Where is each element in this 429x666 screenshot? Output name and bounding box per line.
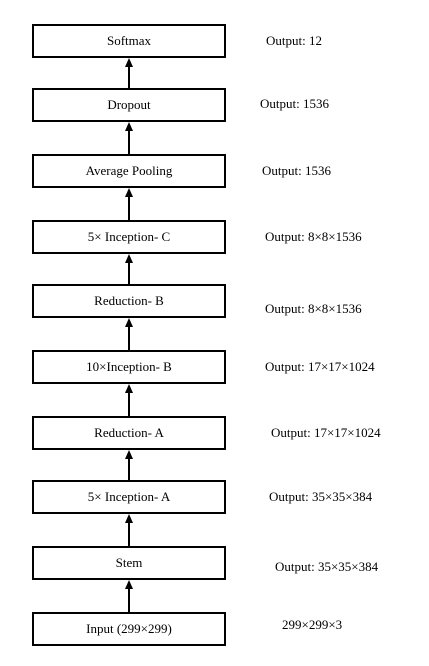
- layer-label: Average Pooling: [85, 163, 173, 178]
- layer-label: 10×Inception- B: [86, 359, 172, 374]
- layer-box-average-pooling: Average Pooling: [32, 154, 226, 188]
- output-note-dropout: Output: 1536: [260, 96, 329, 111]
- output-note-stem: Output: 35×35×384: [275, 559, 379, 574]
- layer-label: 5× Inception- A: [87, 489, 171, 504]
- layer-box-dropout: Dropout: [32, 88, 226, 122]
- arrow-head: [125, 318, 133, 327]
- layer-box-stem: Stem: [32, 546, 226, 580]
- layer-box-inception-c: 5× Inception- C: [32, 220, 226, 254]
- layer-label: Dropout: [107, 97, 151, 112]
- layer-box-inception-b: 10×Inception- B: [32, 350, 226, 384]
- output-note-average-pooling: Output: 1536: [262, 163, 331, 178]
- arrow-head: [125, 384, 133, 393]
- arrow-head: [125, 580, 133, 589]
- layer-box-softmax: Softmax: [32, 24, 226, 58]
- layer-label: Stem: [115, 555, 143, 570]
- arrow-head: [125, 450, 133, 459]
- output-note-softmax: Output: 12: [266, 33, 322, 48]
- arrow-head: [125, 514, 133, 523]
- layer-label: Input (299×299): [86, 621, 172, 636]
- layer-label: Softmax: [106, 33, 152, 48]
- output-note-inception-b: Output: 17×17×1024: [265, 359, 375, 374]
- layer-label: Reduction- B: [94, 293, 164, 308]
- layer-box-reduction-b: Reduction- B: [32, 284, 226, 318]
- output-note-input: 299×299×3: [282, 617, 343, 632]
- layer-box-reduction-a: Reduction- A: [32, 416, 226, 450]
- output-note-reduction-b: Output: 8×8×1536: [265, 301, 362, 316]
- layer-box-input: Input (299×299): [32, 612, 226, 646]
- layer-label: Reduction- A: [94, 425, 164, 440]
- arrow-head: [125, 254, 133, 263]
- arrow-head: [125, 122, 133, 131]
- layer-box-inception-a: 5× Inception- A: [32, 480, 226, 514]
- arrow-head: [125, 188, 133, 197]
- layer-label: 5× Inception- C: [87, 229, 171, 244]
- output-note-inception-c: Output: 8×8×1536: [265, 229, 362, 244]
- output-note-reduction-a: Output: 17×17×1024: [271, 425, 381, 440]
- output-note-inception-a: Output: 35×35×384: [269, 489, 373, 504]
- arrow-head: [125, 58, 133, 67]
